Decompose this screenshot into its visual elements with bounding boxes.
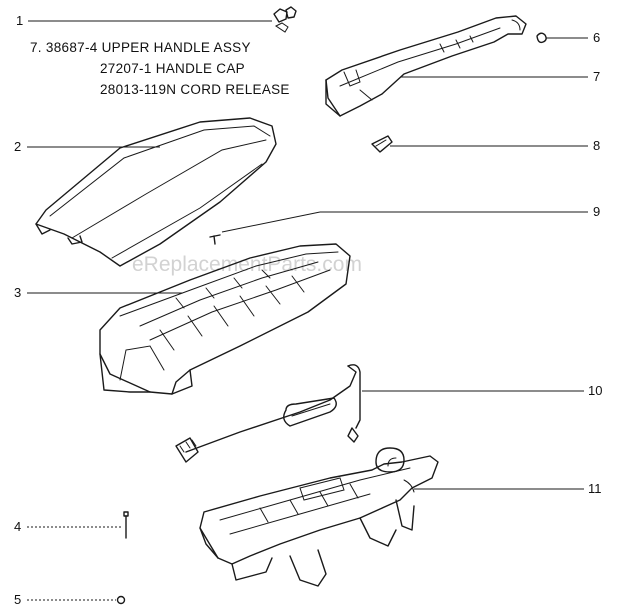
part-7-upper-handle	[325, 15, 527, 117]
callout-10: 10	[588, 383, 602, 398]
callout-9: 9	[593, 204, 600, 219]
part-9-screw	[209, 234, 221, 245]
callout-7: 7	[593, 69, 600, 84]
part-8-cord-release	[371, 135, 393, 153]
callout-2: 2	[14, 139, 21, 154]
part-2-cover	[35, 117, 277, 267]
callout-5: 5	[14, 592, 21, 607]
callout-11: 11	[588, 481, 602, 496]
part-1-clips	[273, 6, 297, 33]
note-upper-handle-assy: 7. 38687-4 UPPER HANDLE ASSY	[30, 40, 251, 55]
leader-9a	[221, 211, 321, 233]
part-4-screw	[123, 511, 129, 539]
callout-8: 8	[593, 138, 600, 153]
note-handle-cap: 27207-1 HANDLE CAP	[100, 61, 245, 76]
part-3-housing	[99, 243, 351, 395]
part-10-cord	[175, 364, 361, 463]
watermark: eReplacementParts.com	[132, 253, 362, 276]
callout-4: 4	[14, 519, 21, 534]
note-cord-release: 28013-119N CORD RELEASE	[100, 82, 290, 97]
part-5-washer	[116, 595, 126, 605]
part-6-cap	[536, 32, 547, 44]
callout-6: 6	[593, 30, 600, 45]
callout-3: 3	[14, 285, 21, 300]
part-11-frame	[199, 447, 439, 587]
callout-1: 1	[16, 13, 23, 28]
